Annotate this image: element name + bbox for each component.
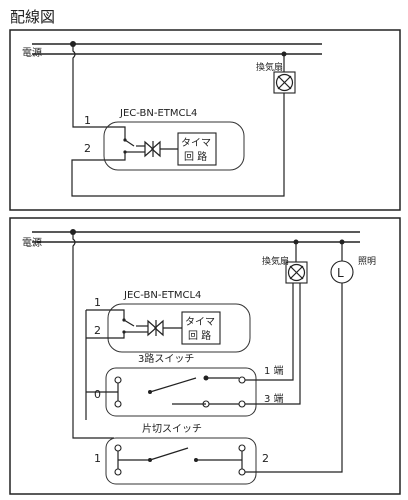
bottom-three-way-wire-1 [245,283,294,381]
bottom-ctrl-wire-1 [86,309,125,320]
bottom-timer-label-2: 回 路 [188,329,211,342]
top-timer-label-2: 回 路 [184,150,207,163]
bottom-triac-icon [147,319,182,337]
bottom-fan-label: 換気扇 [262,255,289,267]
top-terminal-2: 2 [84,142,91,155]
top-fan-return-wire [71,93,285,197]
bottom-single-pole-label: 片切スイッチ [142,422,202,435]
bottom-panel-frame [9,217,401,495]
bottom-terminal-1: 1 [94,296,101,309]
top-panel-frame [9,29,401,211]
bottom-single-pole-box [105,437,257,485]
bottom-light-symbol: L [330,260,354,284]
bottom-timer-label-1: タイマ [185,316,215,328]
bottom-three-way-term-0: 0 [94,388,101,401]
top-fan-junction-dot [281,51,287,57]
bottom-three-way-wire-3 [245,283,301,405]
bottom-light-return-wire [245,283,343,473]
top-relay-contact [123,138,145,154]
bottom-single-pole-term-1: 1 [94,452,101,465]
bottom-controller-model: JEC-BN-ETMCL4 [123,290,201,301]
top-triac-icon [144,140,178,158]
top-controller-box [103,121,245,171]
bottom-light-label: 照明 [358,256,376,267]
diagram-title: 配線図 [10,8,55,26]
bottom-fan-symbol [285,261,308,284]
bottom-three-way-label: 3路スイッチ [138,352,194,365]
bottom-three-way-term-1: 1 端 [264,364,284,377]
bottom-relay-contact [122,318,148,334]
top-fan-label: 換気扇 [256,61,283,73]
top-controller-model: JEC-BN-ETMCL4 [119,108,197,119]
bottom-three-way-contacts [86,375,246,408]
bottom-three-way-box [105,367,257,417]
bottom-timer-box [181,311,221,345]
top-power-label: 電源 [22,46,42,59]
bottom-single-pole-contacts [114,444,246,476]
bottom-single-pole-term-2: 2 [262,452,269,465]
top-timer-label-1: タイマ [181,137,211,149]
top-terminal-1: 1 [84,114,91,127]
top-branch-wire-1 [72,44,126,140]
top-panel: 電源 換気扇 JEC-BN-ETMCL4 1 2 [9,29,401,211]
top-fan-symbol [273,71,296,94]
svg-text:L: L [337,266,344,280]
bottom-terminal-2: 2 [94,324,101,337]
bottom-panel: 電源 換気扇 L 照明 JEC-BN-ETMCL4 1 2 [9,217,401,495]
bottom-left-feed-wire [72,232,114,439]
bottom-ctrl-wire-2 [86,332,125,339]
top-timer-box [177,132,217,166]
bottom-controller-box [107,303,251,353]
bottom-three-way-term-3: 3 端 [264,392,284,405]
